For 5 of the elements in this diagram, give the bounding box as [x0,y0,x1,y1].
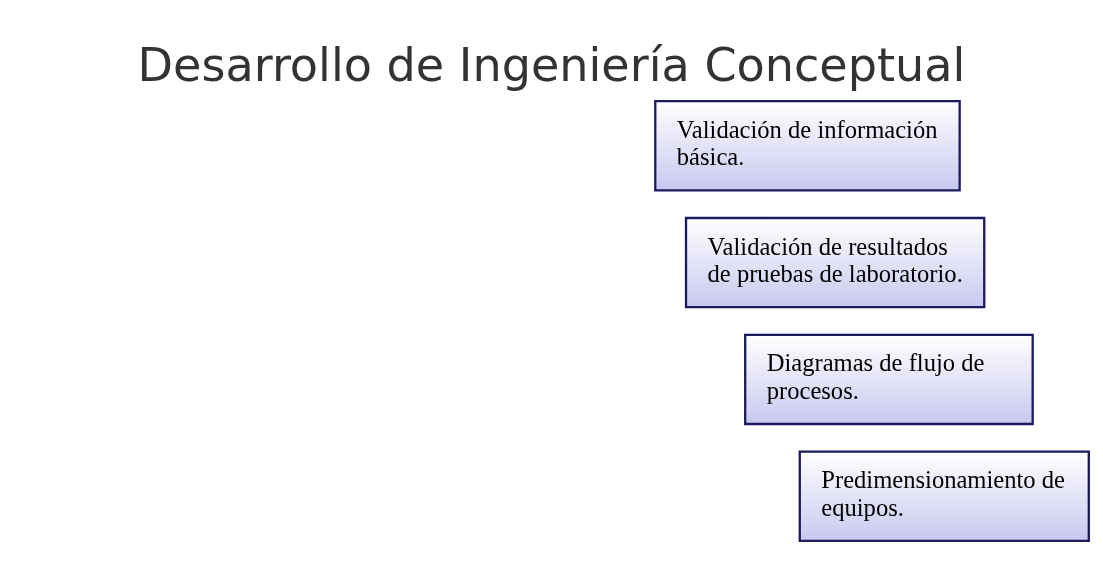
diagram-title: Desarrollo de Ingeniería Conceptual [137,38,966,93]
node-box: Validación de resultados de pruebas de laboratorio. [684,216,986,309]
node-box: Diagramas de flujo de procesos. [744,333,1034,426]
node-box: Predimensionamiento de equipos. [798,450,1090,542]
node-box: Validación de información básica. [654,100,961,192]
